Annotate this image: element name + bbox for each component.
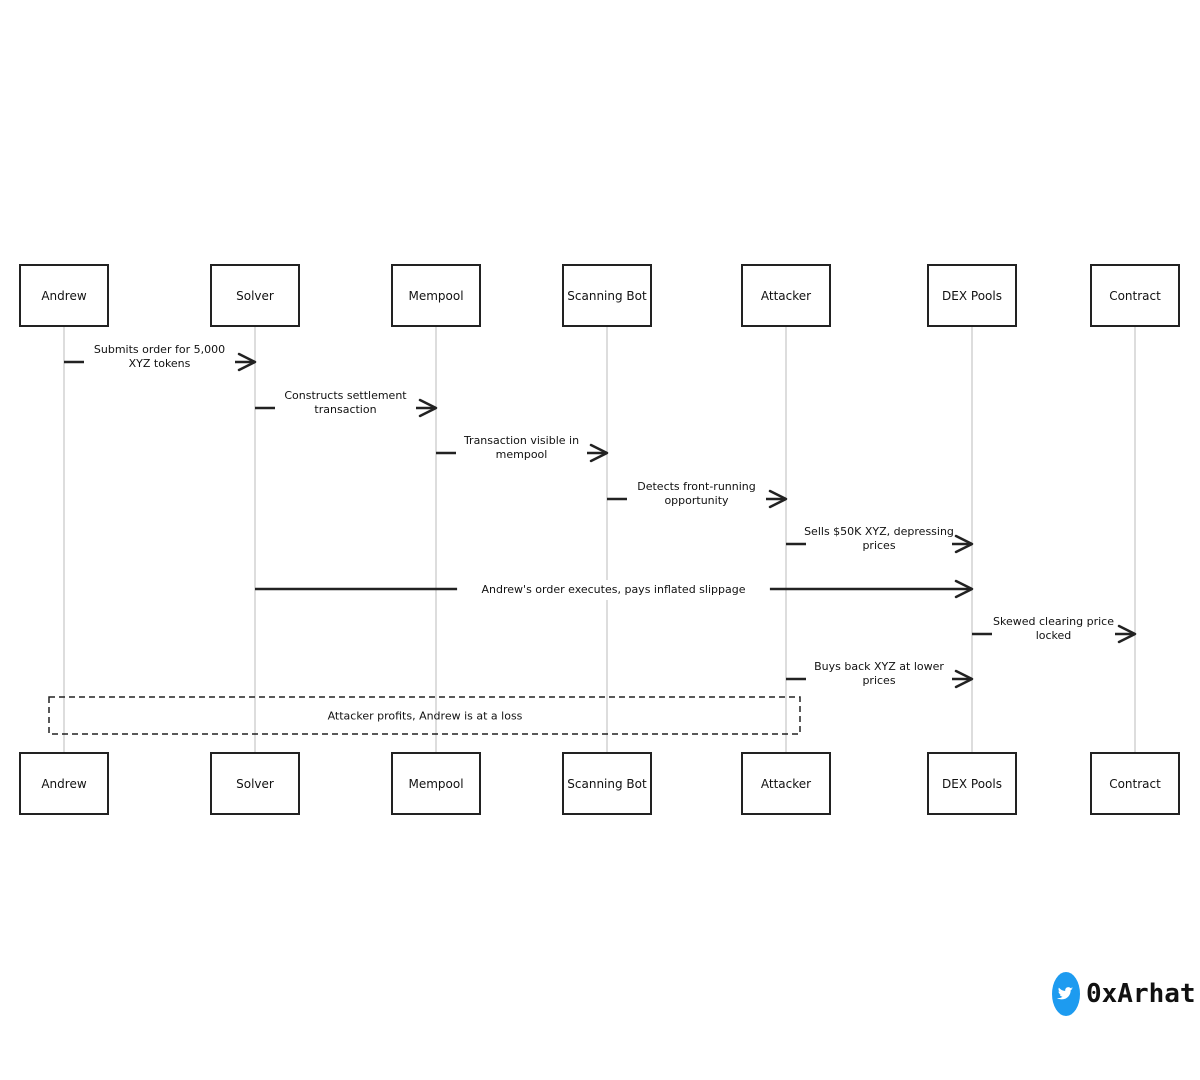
actor-andrew-top: Andrew [19, 264, 109, 327]
message-label-bg [84, 341, 235, 375]
actor-box-rect [391, 264, 481, 327]
actor-label: Attacker [761, 777, 811, 791]
message-label: prices [862, 539, 895, 552]
actor-scanning-bot-top: Scanning Bot [562, 264, 652, 327]
actor-box-rect [1090, 264, 1180, 327]
arrow-head-icon [954, 669, 974, 689]
actor-scanning-bot-bottom: Scanning Bot [562, 752, 652, 815]
actor-label: Andrew [41, 289, 86, 303]
lifelines [63, 326, 1136, 753]
actor-label: Andrew [41, 777, 86, 791]
actor-attacker-bottom: Attacker [741, 752, 831, 815]
note-group: Attacker profits, Andrew is at a loss [48, 696, 801, 735]
actor-label: DEX Pools [942, 777, 1002, 791]
actor-label: Scanning Bot [567, 777, 647, 791]
actor-label: Mempool [408, 777, 463, 791]
actor-box-rect [19, 264, 109, 327]
arrow-head-icon [768, 489, 788, 509]
brand-watermark: 0xArhat [1052, 972, 1196, 1016]
message-label: prices [862, 674, 895, 687]
message-label: XYZ tokens [129, 357, 191, 370]
actors-top: Andrew Solver Mempool Scanning Bot Attacker D… [19, 264, 1180, 327]
note-box [48, 696, 801, 735]
actor-label: Contract [1109, 777, 1161, 791]
actor-label: Solver [236, 777, 274, 791]
actor-box-rect [391, 752, 481, 815]
arrow-head-icon [589, 443, 609, 463]
message-label-bg [806, 523, 952, 557]
actor-contract-top: Contract [1090, 264, 1180, 327]
arrow-head-icon [954, 579, 974, 599]
actor-label: Solver [236, 289, 274, 303]
actor-contract-bottom: Contract [1090, 752, 1180, 815]
message-label-bg [806, 658, 952, 692]
note-text: Attacker profits, Andrew is at a loss [328, 710, 523, 723]
actor-box-rect [562, 752, 652, 815]
actor-attacker-top: Attacker [741, 264, 831, 327]
actor-box-rect [741, 752, 831, 815]
actors-bottom: Andrew Solver Mempool Scanning Bot Attacker D… [19, 752, 1180, 815]
actor-box-rect [927, 264, 1017, 327]
message-label: Submits order for 5,000 [94, 343, 225, 356]
arrow-head-icon [418, 398, 438, 418]
arrow-head-icon [237, 352, 257, 372]
actor-mempool-bottom: Mempool [391, 752, 481, 815]
actor-box-rect [1090, 752, 1180, 815]
twitter-bird-icon [1052, 972, 1080, 1016]
message-label: Constructs settlement [284, 389, 407, 402]
message-label: transaction [314, 403, 376, 416]
actor-box-rect [927, 752, 1017, 815]
actor-box-rect [19, 752, 109, 815]
actor-box-rect [210, 264, 300, 327]
actor-andrew-bottom: Andrew [19, 752, 109, 815]
actor-mempool-top: Mempool [391, 264, 481, 327]
actor-dex-pools-top: DEX Pools [927, 264, 1017, 327]
message-label: Skewed clearing price [993, 615, 1114, 628]
brand-handle: 0xArhat [1086, 979, 1196, 1009]
actor-box-rect [562, 264, 652, 327]
message-label-bg [992, 613, 1115, 647]
actor-box-rect [741, 264, 831, 327]
message-label-bg [275, 387, 416, 421]
actor-dex-pools-bottom: DEX Pools [927, 752, 1017, 815]
actor-box-rect [210, 752, 300, 815]
message-label: Andrew's order executes, pays inflated s… [482, 583, 746, 596]
actor-label: Attacker [761, 289, 811, 303]
message-label-bg [627, 478, 766, 512]
actor-label: Mempool [408, 289, 463, 303]
message-6: Andrew's order executes, pays inflated s… [255, 579, 974, 600]
message-label: Detects front-running [637, 480, 756, 493]
message-label: Transaction visible in [463, 434, 579, 447]
message-label-bg [456, 432, 587, 466]
actor-label: DEX Pools [942, 289, 1002, 303]
actor-label: Contract [1109, 289, 1161, 303]
arrow-head-icon [1117, 624, 1137, 644]
message-label: mempool [496, 448, 548, 461]
message-label: locked [1036, 629, 1072, 642]
actor-label: Scanning Bot [567, 289, 647, 303]
actor-solver-top: Solver [210, 264, 300, 327]
message-label: Buys back XYZ at lower [814, 660, 944, 673]
arrow-head-icon [954, 534, 974, 554]
message-label-bg [457, 580, 770, 600]
message-label: opportunity [664, 494, 729, 507]
message-label: Sells $50K XYZ, depressing [804, 525, 954, 538]
actor-solver-bottom: Solver [210, 752, 300, 815]
